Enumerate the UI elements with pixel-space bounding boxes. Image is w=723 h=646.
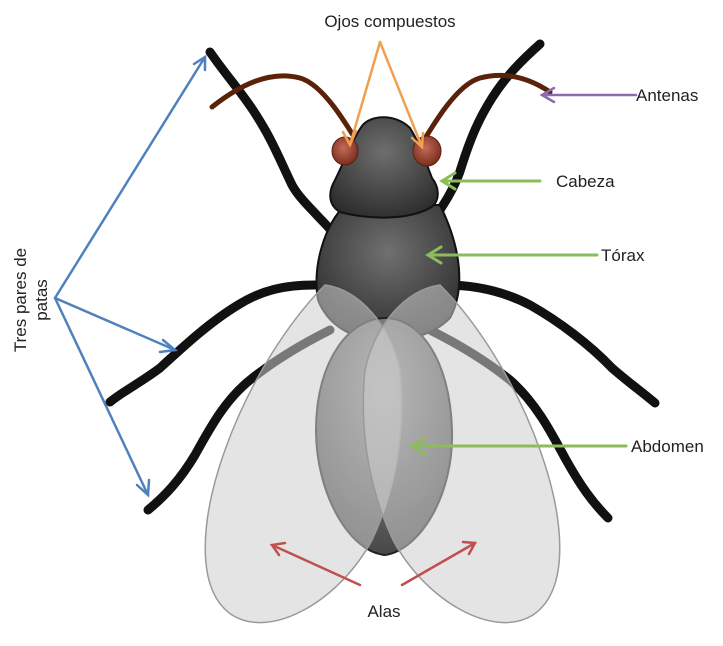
label-abdomen: Abdomen xyxy=(631,437,704,456)
label-legs-line2: patas xyxy=(32,279,51,321)
antennae-arrow xyxy=(542,88,636,102)
legs-arrows xyxy=(55,57,205,495)
label-compound-eyes: Ojos compuestos xyxy=(324,12,455,31)
front-left-leg xyxy=(210,52,340,240)
label-head: Cabeza xyxy=(556,172,615,191)
label-thorax: Tórax xyxy=(601,246,645,265)
label-legs-line1: Tres pares de xyxy=(11,248,30,352)
right-wing xyxy=(363,285,559,623)
wings xyxy=(205,285,560,623)
label-wings: Alas xyxy=(367,602,400,621)
label-antennae: Antenas xyxy=(636,86,698,105)
head xyxy=(330,117,438,217)
left-compound-eye xyxy=(332,137,358,165)
right-compound-eye xyxy=(413,136,441,166)
